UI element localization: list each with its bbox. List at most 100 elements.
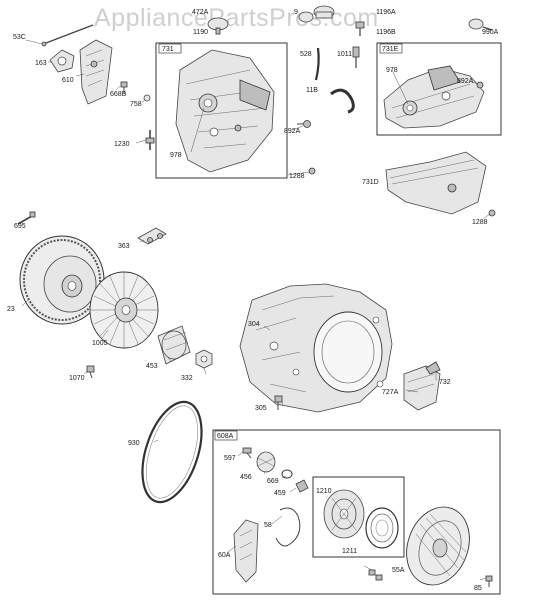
label-305: 305 (255, 405, 267, 412)
part-731d-shroud (385, 151, 487, 215)
part-1011-fitting (352, 46, 360, 68)
label-1011: 1011 (337, 51, 352, 58)
label-1210: 1210 (316, 488, 332, 495)
part-727a-baffle (403, 365, 441, 411)
part-labels: 53C 163 610 668B 758 1230 472A 1190 9 11… (7, 9, 499, 592)
part-163-gasket (49, 49, 75, 73)
part-1196-fitting (355, 21, 365, 36)
box-731e-label: 731E (382, 46, 399, 53)
label-9: 9 (294, 9, 298, 16)
box-608a-tag (214, 430, 238, 441)
part-731e-housing (383, 65, 485, 129)
label-55a: 55A (392, 567, 405, 574)
label-930: 930 (128, 440, 140, 447)
box-731e (376, 42, 502, 136)
label-453: 453 (146, 363, 158, 370)
label-472a: 472A (192, 9, 209, 16)
label-1196a: 1196A (376, 9, 396, 16)
label-1190: 1190 (193, 29, 208, 36)
part-9-clip (298, 11, 314, 23)
label-669: 669 (267, 478, 279, 485)
label-1005: 1005 (92, 340, 108, 347)
watermark: AppliancePartsPros.com (94, 4, 379, 32)
part-453-cup (157, 325, 191, 365)
part-55a-screws (368, 569, 383, 581)
label-363: 363 (118, 243, 130, 250)
label-1288-b: 1288 (472, 219, 488, 226)
label-892a-a: 892A (284, 128, 301, 135)
label-732: 732 (439, 379, 451, 386)
part-597-spring (242, 447, 252, 459)
label-892a-b: 892A (457, 78, 474, 85)
part-363-bracket (137, 227, 167, 245)
label-58: 58 (264, 522, 272, 529)
part-610-guide (79, 39, 113, 105)
part-1288-nut-b (488, 209, 496, 217)
label-990a: 990A (482, 29, 499, 36)
part-85-screw (485, 575, 493, 587)
box-731-tag (158, 43, 182, 54)
part-11b-hose (330, 88, 355, 114)
box-1210 (312, 476, 405, 558)
label-695: 695 (14, 223, 26, 230)
part-332-nut (195, 349, 213, 369)
part-60a-handle (233, 519, 259, 583)
label-11b: 11B (306, 87, 318, 94)
label-528: 528 (300, 51, 312, 58)
part-669-clip (281, 469, 293, 479)
part-1230-stud (145, 130, 155, 150)
leader-lines (21, 39, 491, 581)
label-1211: 1211 (342, 548, 357, 555)
part-758-washer (143, 94, 151, 102)
part-892a-screw (297, 120, 311, 128)
box-731-label: 731 (162, 46, 174, 53)
part-472a-knob (207, 17, 229, 35)
box-608a (212, 429, 501, 595)
label-60a: 60A (218, 552, 231, 559)
label-1288-a: 1288 (289, 173, 305, 180)
part-53c-rod (41, 24, 94, 47)
box-608a-label: 608A (217, 433, 234, 440)
part-1210-pulley (323, 489, 365, 539)
label-610: 610 (62, 77, 74, 84)
label-758: 758 (130, 101, 142, 108)
part-305-screw (274, 395, 283, 410)
part-1211-spring (365, 507, 399, 549)
part-55a-starter-housing (406, 506, 470, 586)
part-456-hub (256, 451, 276, 473)
box-731e-tag (379, 43, 403, 54)
part-732-clip (425, 361, 441, 375)
label-459: 459 (274, 490, 286, 497)
label-304: 304 (248, 321, 260, 328)
part-1288-nut (308, 167, 316, 175)
label-456: 456 (240, 474, 252, 481)
part-990a-screw (468, 18, 493, 31)
label-163: 163 (35, 60, 47, 67)
box-731 (155, 42, 288, 179)
label-1070: 1070 (69, 375, 85, 382)
label-978-a: 978 (170, 152, 182, 159)
label-731d: 731D (362, 179, 379, 186)
label-1196b: 1196B (376, 29, 396, 36)
part-1070-screw (86, 365, 95, 379)
part-459-pawl (295, 479, 309, 493)
part-528-tube (314, 47, 320, 81)
label-978-b: 978 (386, 67, 398, 74)
label-23: 23 (7, 306, 15, 313)
part-731-blower-housing (175, 49, 275, 173)
part-695-screw (17, 211, 36, 225)
label-53c: 53C (13, 34, 26, 41)
part-cap (313, 5, 335, 19)
part-304-housing (239, 283, 393, 413)
label-668b: 668B (110, 91, 127, 98)
label-727a: 727A (382, 389, 399, 396)
part-930-screen (141, 400, 203, 504)
part-58-rope (275, 507, 301, 547)
label-332: 332 (181, 375, 193, 382)
part-668b-screw (120, 81, 128, 93)
part-23-flywheel (19, 235, 105, 325)
part-892a-screw-alt (476, 81, 484, 89)
label-597: 597 (224, 455, 236, 462)
label-85: 85 (474, 585, 482, 592)
